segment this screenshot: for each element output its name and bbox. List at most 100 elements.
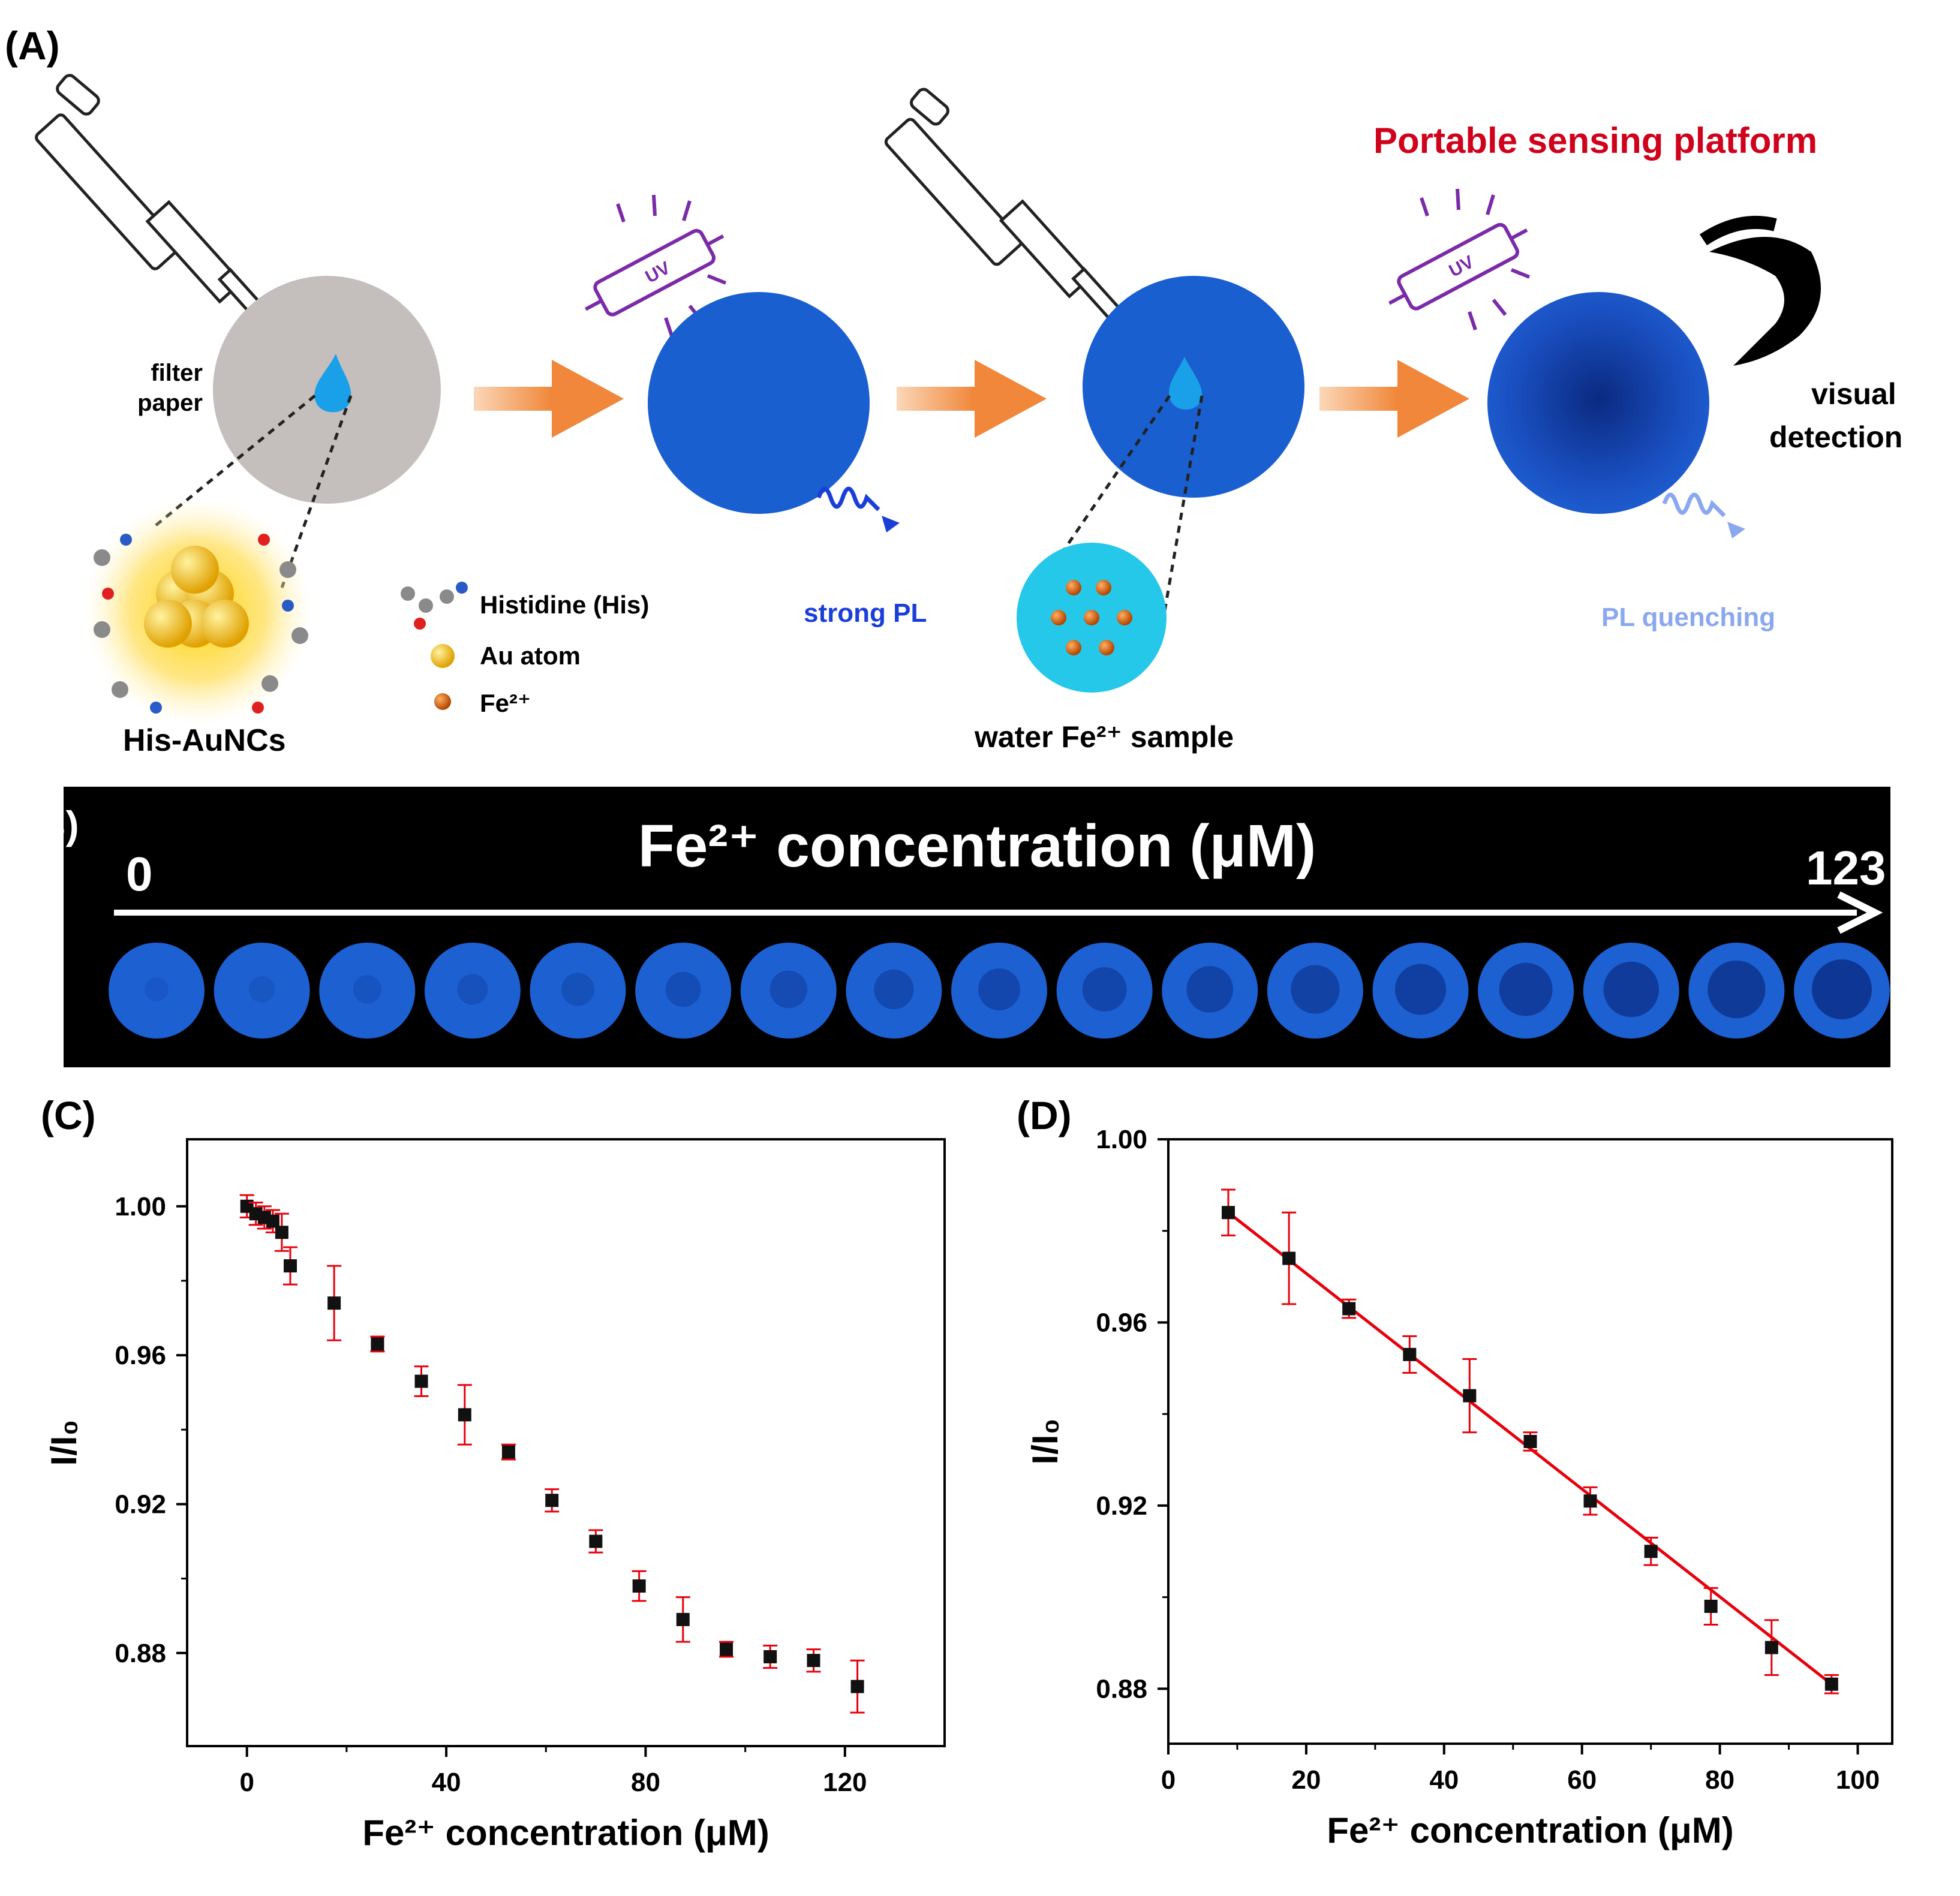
x-tick-label: 0 [239,1768,254,1797]
x-tick-label: 80 [631,1768,660,1797]
data-point [458,1408,471,1422]
x-tick-label: 0 [1161,1765,1176,1795]
strip-spot-quench [1082,967,1127,1012]
uv-lamp-icon [584,228,725,317]
data-point [1644,1545,1658,1558]
strip-spot [109,943,205,1039]
y-axis-label: I/I₀ [1025,1418,1065,1464]
strip-start-label: 0 [126,847,153,901]
strip-spot-quench [1291,965,1340,1014]
panel-label-d: (D) [1017,1093,1072,1137]
y-axis-label: I/I₀ [44,1419,84,1465]
plot-frame [1167,1138,1893,1745]
y-tick-label: 1.00 [1096,1125,1147,1154]
data-point [275,1226,288,1239]
strip-graphics [109,891,1890,1039]
strip-spot-quench [457,974,488,1005]
strip-spot [530,943,626,1039]
emission-wave-icon [816,486,880,511]
x-tick-label: 40 [432,1768,461,1797]
legend-histidine: Histidine (His) [480,591,650,619]
legend-fe: Fe²⁺ [480,689,531,717]
strip-spot [424,943,521,1039]
uv-label-1: UV [642,258,674,287]
uv-lamp-icon-2 [1388,222,1528,311]
panel-label-b: (B) [24,803,79,847]
process-arrow-icon-2 [897,360,1047,438]
data-point [1403,1347,1417,1361]
strip-title: Fe²⁺ concentration (μM) [638,812,1316,880]
data-point [1342,1302,1356,1316]
cluster-icon [84,498,312,726]
gold-sphere-icon [431,644,455,668]
strip-spot [846,943,942,1039]
panel-label-a: (A) [5,23,60,68]
x-tick-label: 80 [1705,1765,1734,1795]
strip-spot-quench [1708,960,1766,1019]
data-point [1824,1677,1838,1691]
strip-spot-quench [1812,959,1872,1019]
strip-spot [740,943,837,1039]
data-point [1282,1251,1296,1265]
process-arrow-icon-3 [1319,360,1469,438]
y-tick-label: 0.96 [1096,1308,1147,1337]
data-point [1523,1435,1537,1448]
pipette-icon-2 [884,88,1138,339]
data-point [414,1374,428,1388]
data-point [371,1337,384,1351]
strong-pl-label: strong PL [804,598,927,628]
strip-spot-quench [769,970,807,1009]
panel-label-c: (C) [41,1093,96,1137]
data-point [1583,1494,1597,1508]
histidine-molecule-icon [401,582,468,630]
y-tick-label: 0.92 [115,1489,166,1519]
x-axis-label: Fe²⁺ concentration (μM) [362,1813,769,1853]
visual-label-1: visual [1811,377,1896,411]
iron-ion-icon [434,693,451,710]
data-point [1222,1206,1235,1220]
weak-emission-wave-icon [1662,492,1726,517]
data-point [632,1579,646,1593]
strip-spot [214,943,310,1039]
strip-spot-quench [1499,962,1553,1016]
data-point [1704,1599,1718,1613]
visual-label-2: detection [1769,420,1903,454]
data-point [1764,1641,1778,1654]
strip-spot [951,943,1047,1039]
data-point [850,1680,864,1693]
strip-spot [319,943,416,1039]
data-point [763,1650,777,1663]
strip-spot-quench [353,975,381,1004]
x-axis-label: Fe²⁺ concentration (μM) [1327,1810,1733,1850]
y-tick-label: 0.96 [115,1341,166,1370]
strip-spot-quench [1603,961,1659,1018]
filter-label-2: paper [137,390,203,416]
strip-spot [635,943,732,1039]
filter-label-1: filter [151,360,203,386]
strip-spot-quench [874,969,914,1010]
y-tick-label: 0.88 [1096,1674,1147,1704]
process-arrow-icon [474,360,624,438]
schematic-graphics: UV UV [35,74,1821,726]
strip-spot-quench [145,977,169,1001]
y-tick-label: 1.00 [115,1192,166,1221]
x-tick-label: 20 [1291,1765,1321,1795]
data-point [807,1654,820,1668]
strip-spot-quench [1395,964,1446,1015]
y-tick-label: 0.92 [1096,1491,1147,1521]
legend-au-atom: Au atom [480,642,581,670]
data-point [327,1296,341,1310]
strip-spot-quench [978,968,1020,1010]
paper-disc-quenched [1487,292,1709,514]
x-tick-label: 100 [1836,1765,1880,1795]
strip-spot [1056,943,1153,1039]
uv-label-2: UV [1446,252,1477,281]
data-point [589,1534,603,1548]
plot-frame [186,1138,946,1747]
data-point [720,1642,734,1656]
droplet-icon [314,354,351,413]
data-point [545,1494,559,1507]
x-tick-label: 120 [823,1768,867,1797]
